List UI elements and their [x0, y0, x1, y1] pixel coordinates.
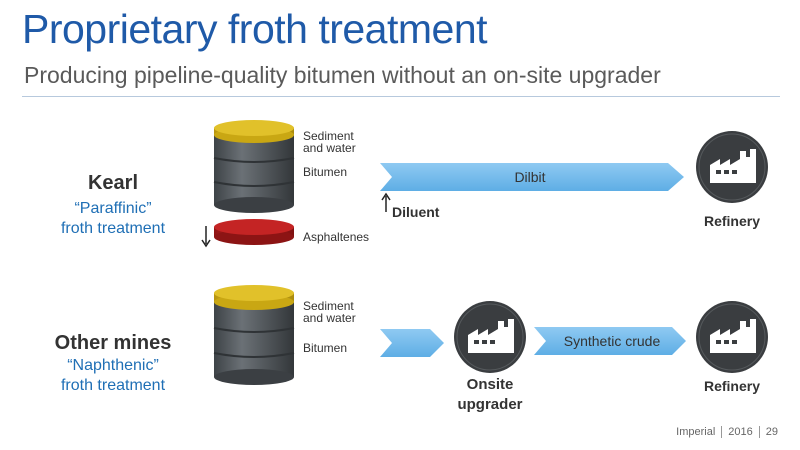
kearl-sediment-label-line2: and water: [303, 141, 356, 155]
page-title: Proprietary froth treatment: [22, 6, 488, 52]
dilbit-label: Dilbit: [514, 169, 546, 185]
other-sediment-label-line2: and water: [303, 311, 356, 325]
footer-separator: [721, 426, 723, 439]
synthetic-crude-label: Synthetic crude: [563, 333, 661, 349]
other-subtitle-line1: “Naphthenic”: [67, 357, 159, 374]
synthetic-crude-arrow: [534, 327, 686, 355]
header-divider: [22, 96, 780, 97]
other-barrel-icon: [213, 285, 295, 385]
other-refinery-label: Refinery: [703, 378, 761, 394]
kearl-subtitle-line2: froth treatment: [60, 220, 166, 237]
arrow-up-icon: [381, 192, 391, 212]
diluent-label: Diluent: [392, 204, 440, 220]
other-subtitle-line2: froth treatment: [60, 377, 166, 394]
kearl-sediment-label-line1: Sediment: [303, 129, 354, 143]
footer-company: Imperial: [676, 426, 716, 438]
footer-page-number: 29: [765, 426, 778, 438]
kearl-barrel-icon: [213, 120, 295, 213]
kearl-subtitle-line1: “Paraffinic”: [74, 200, 152, 217]
arrow-down-icon: [201, 226, 211, 248]
footer-year: 2016: [728, 426, 753, 438]
other-refinery-factory-icon: [695, 300, 769, 374]
onsite-upgrader-factory-icon: [453, 300, 527, 374]
other-mines-title: Other mines: [54, 332, 172, 354]
kearl-title: Kearl: [87, 172, 139, 194]
asphaltenes-disk-icon: [214, 219, 294, 245]
kearl-refinery-factory-icon: [695, 130, 769, 204]
upgrader-label-line2: upgrader: [457, 396, 523, 413]
bitumen-arrow: [380, 329, 444, 357]
kearl-bitumen-label: Bitumen: [303, 165, 348, 179]
other-sediment-label-line1: Sediment: [303, 299, 354, 313]
kearl-asphaltenes-label: Asphaltenes: [303, 230, 370, 244]
kearl-refinery-label: Refinery: [703, 213, 761, 229]
upgrader-label-line1: Onsite: [466, 376, 514, 393]
other-bitumen-label: Bitumen: [303, 341, 348, 355]
footer-separator: [758, 426, 760, 439]
footer: Imperial 2016 29: [676, 426, 778, 439]
dilbit-arrow: [380, 163, 684, 191]
page-subtitle: Producing pipeline-quality bitumen witho…: [24, 62, 661, 88]
